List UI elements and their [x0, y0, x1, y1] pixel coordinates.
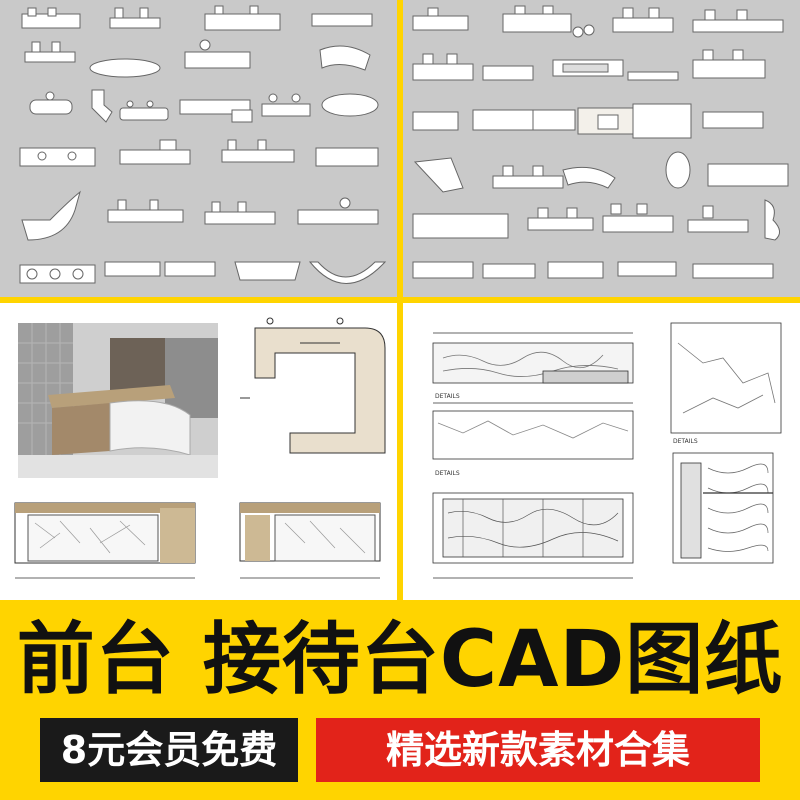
reception-desk-front-elevation [14, 502, 196, 579]
cad-block-library-left [0, 0, 397, 297]
cad-block-library-right [403, 0, 800, 297]
banner-title: 前台 接待台CAD图纸 [16, 615, 784, 705]
details-label-2: DETAILS [435, 470, 460, 477]
reception-desk-detail-drawings: DETAILS DETAILS DETAILS [403, 303, 800, 600]
member-free-badge: 8元会员免费 [40, 718, 298, 782]
reception-desk-render-and-drawings [0, 303, 397, 600]
reception-desk-preview-illustration [14, 317, 386, 579]
details-label-3: DETAILS [673, 438, 698, 445]
reception-desk-elevation-details: DETAILS DETAILS DETAILS [432, 322, 782, 579]
reception-desk-plan-blocks-right [412, 5, 789, 279]
reception-desk-photo [18, 323, 218, 478]
reception-desk-plan [240, 317, 386, 454]
reception-desk-plan-blocks-left [19, 5, 387, 284]
collection-badge: 精选新款素材合集 [316, 718, 760, 782]
details-label-1: DETAILS [435, 393, 460, 400]
reception-desk-side-elevation [239, 502, 381, 579]
